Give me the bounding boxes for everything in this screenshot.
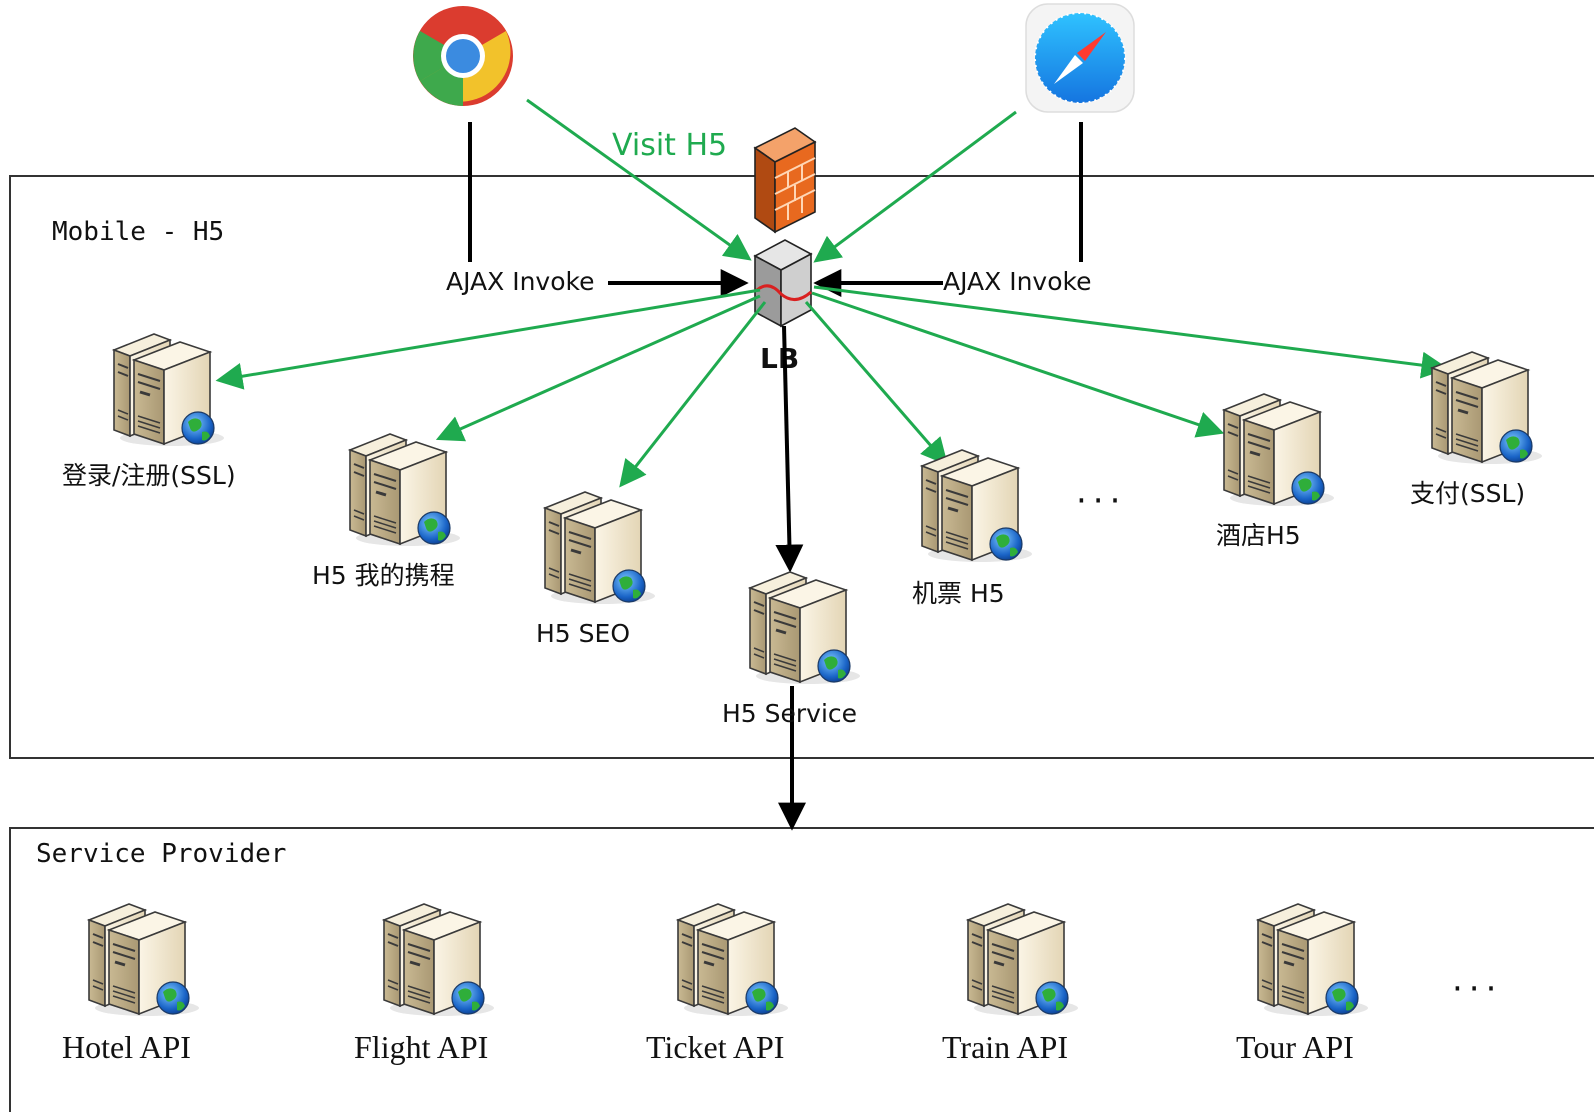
ajax-right-label: AJAX Invoke [943,267,1092,296]
service-provider-title: Service Provider [36,839,286,869]
lb-to-hotel-arrow [811,291,1225,438]
server-label: H5 我的携程 [312,561,455,590]
api-flight: Flight API [354,902,496,1065]
server-label: 酒店H5 [1216,521,1301,550]
chrome-visit-arrow [526,98,752,261]
server-pay: 支付(SSL) [1410,350,1544,508]
server-label: H5 Service [722,699,857,728]
lb-to-login-arrow [215,288,761,390]
server-login: 登录/注册(SSL) [62,332,236,490]
server-label: H5 SEO [536,619,630,648]
server-my-ctrip: H5 我的携程 [312,432,462,590]
lb-to-flight-arrow [804,301,948,466]
api-label: Hotel API [62,1029,191,1065]
lb-to-seo-arrow [619,301,767,488]
chrome-icon [413,6,513,106]
provider-ellipsis: ··· [1452,969,1502,1009]
server-seo: H5 SEO [536,490,657,648]
server-flight-h5: 机票 H5 [912,448,1034,608]
load-balancer-label: LB [760,342,799,375]
api-label: Tour API [1236,1029,1354,1065]
service-provider-container [9,827,1594,1112]
api-tour: Tour API [1236,902,1370,1065]
ajax-left-label: AJAX Invoke [446,267,595,296]
server-label: 登录/注册(SSL) [62,461,236,490]
api-hotel: Hotel API [62,902,201,1065]
api-train: Train API [942,902,1080,1065]
api-label: Train API [942,1029,1068,1065]
api-ticket: Ticket API [646,902,790,1065]
safari-icon [1025,3,1135,113]
safari-visit-arrow [813,110,1017,263]
api-label: Ticket API [646,1029,784,1065]
mobile-h5-title: Mobile - H5 [52,217,224,247]
server-label: 支付(SSL) [1410,479,1525,508]
visit-h5-label: Visit H5 [612,128,727,163]
server-label: 机票 H5 [912,579,1005,608]
server-hotel-h5: 酒店H5 [1216,392,1336,550]
lb-to-pay-arrow [813,285,1449,379]
lb-to-h5service-arrow [775,325,804,573]
lb-to-myctrip-arrow [435,294,761,442]
mobile-ellipsis: ··· [1076,481,1126,521]
load-balancer-icon [753,239,813,328]
api-label: Flight API [354,1029,488,1065]
server-h5-service: H5 Service [722,570,862,728]
firewall-icon [753,127,817,234]
